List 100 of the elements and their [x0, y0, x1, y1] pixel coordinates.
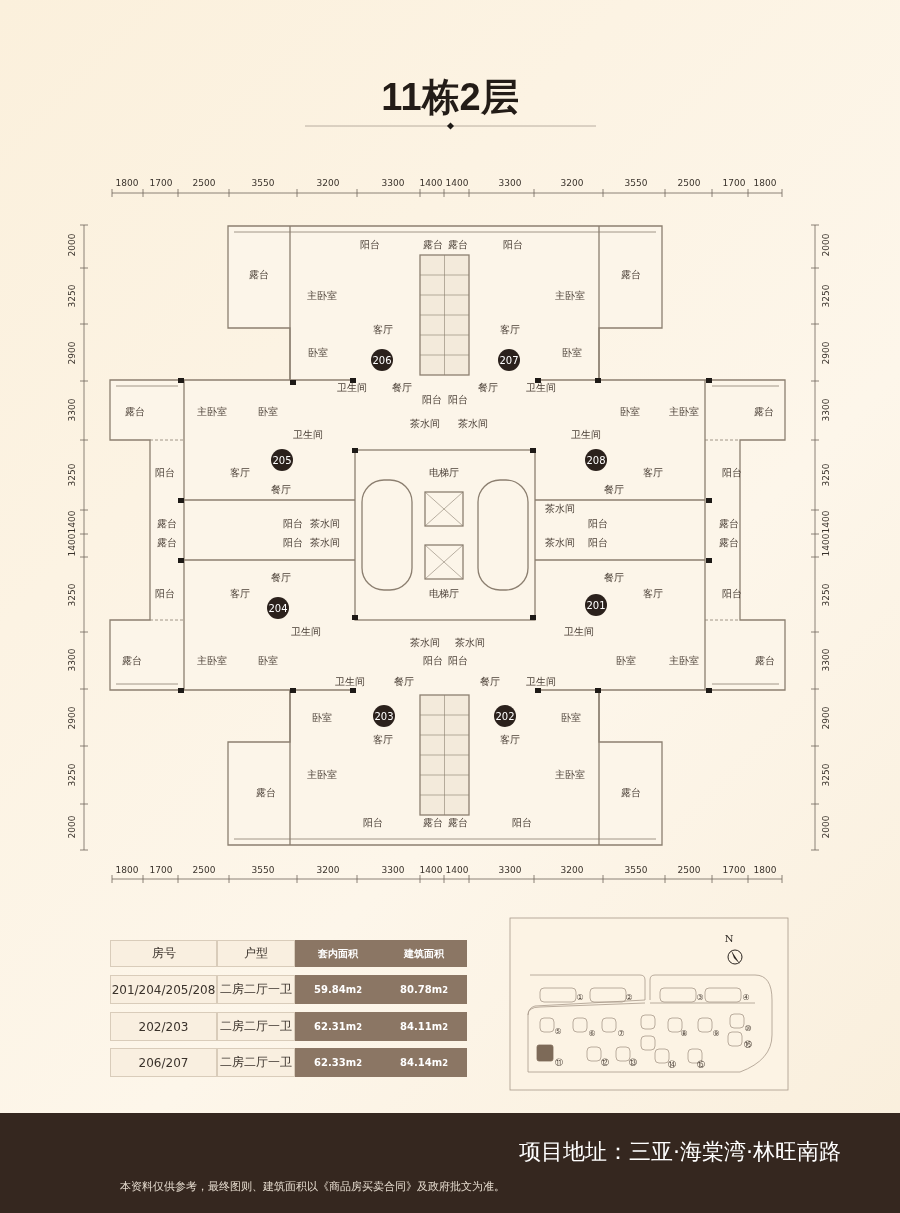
room-label: 阳台 — [155, 589, 175, 599]
room-label: 客厅 — [373, 325, 393, 335]
room-label: 阳台 — [503, 240, 523, 250]
building-number: ⑦ — [617, 1030, 625, 1038]
dimension-label: 3250 — [67, 763, 77, 787]
room-label: 卫生间 — [564, 627, 594, 637]
room-label: 阳台 — [722, 468, 742, 478]
room-label: 露台 — [621, 788, 641, 798]
room-label: 餐厅 — [480, 677, 500, 687]
dimension-label: 3250 — [821, 583, 831, 607]
room-label: 露台 — [249, 270, 269, 280]
room-label: 主卧室 — [669, 656, 699, 666]
dimension-label: 2900 — [821, 706, 831, 730]
dimension-label: 1400 — [445, 178, 469, 188]
room-label: 客厅 — [500, 735, 520, 745]
room-label: 露台 — [125, 407, 145, 417]
dimension-label: 3300 — [67, 648, 77, 672]
north-label: N — [724, 934, 734, 944]
room-label: 主卧室 — [307, 291, 337, 301]
dimension-label: 3250 — [67, 463, 77, 487]
room-label: 露台 — [621, 270, 641, 280]
room-label: 露台 — [256, 788, 276, 798]
room-label: 露台 — [755, 656, 775, 666]
dimension-label: 3550 — [624, 178, 648, 188]
address-text: 项目地址：三亚·海棠湾·林旺南路 — [519, 1141, 841, 1163]
room-label: 卧室 — [258, 407, 278, 417]
room-label: 卧室 — [616, 656, 636, 666]
room-label: 客厅 — [643, 589, 663, 599]
room-label: 电梯厅 — [429, 589, 459, 599]
dimension-label: 3250 — [67, 284, 77, 308]
dimension-label: 3300 — [821, 648, 831, 672]
building-number: ⑧ — [680, 1030, 688, 1038]
room-label: 露台 — [423, 818, 443, 828]
dimension-label: 2500 — [192, 178, 216, 188]
building-number: ③ — [696, 994, 704, 1002]
room-label: 餐厅 — [604, 485, 624, 495]
building-number: ⑭ — [668, 1061, 676, 1069]
dimension-label: 2500 — [677, 865, 701, 875]
dimension-label: 3300 — [67, 398, 77, 422]
building-number: ⑤ — [554, 1028, 562, 1036]
dimension-label: 1400 — [419, 178, 443, 188]
dimension-label: 3200 — [560, 178, 584, 188]
building-number: ⑪ — [555, 1059, 563, 1067]
room-label: 主卧室 — [555, 770, 585, 780]
disclaimer-text: 本资料仅供参考，最终图则、建筑面积以《商品房买卖合同》及政府批文为准。 — [120, 1180, 505, 1192]
room-label: 卫生间 — [335, 677, 365, 687]
dimension-label: 3550 — [251, 865, 275, 875]
dimension-label: 2000 — [67, 815, 77, 839]
dimension-label: 3300 — [821, 398, 831, 422]
building-number: ② — [625, 994, 633, 1002]
dimension-label: 3200 — [316, 865, 340, 875]
room-label: 卫生间 — [526, 677, 556, 687]
building-number: ⑥ — [588, 1030, 596, 1038]
room-label: 阳台 — [512, 818, 532, 828]
table-cell: 201/204/205/208 — [110, 975, 217, 1004]
room-label: 阳台 — [588, 538, 608, 548]
building-number: ⑩ — [744, 1025, 752, 1033]
room-label: 茶水间 — [455, 638, 485, 648]
dimension-label: 2900 — [821, 341, 831, 365]
dimension-label: 1700 — [149, 865, 173, 875]
room-label: 茶水间 — [410, 419, 440, 429]
dimension-label: 2000 — [821, 815, 831, 839]
room-label: 卫生间 — [291, 627, 321, 637]
dimension-label: 2500 — [677, 178, 701, 188]
room-label: 阳台 — [155, 468, 175, 478]
room-label: 露台 — [423, 240, 443, 250]
dimension-label: 3200 — [560, 865, 584, 875]
room-label: 露台 — [719, 519, 739, 529]
dimension-label: 3300 — [381, 178, 405, 188]
dimension-label: 1800 — [115, 865, 139, 875]
table-cell: 二房二厅一卫 — [217, 975, 295, 1004]
dimension-label: 3200 — [316, 178, 340, 188]
dimension-label: 2000 — [821, 233, 831, 257]
dimension-label: 3300 — [498, 865, 522, 875]
dimension-label: 1700 — [722, 178, 746, 188]
room-label: 主卧室 — [197, 656, 227, 666]
table-cell: 206/207 — [110, 1048, 217, 1077]
table-cell: 二房二厅一卫 — [217, 1012, 295, 1041]
room-label: 餐厅 — [271, 485, 291, 495]
building-number: ⑨ — [712, 1030, 720, 1038]
room-label: 主卧室 — [197, 407, 227, 417]
room-label: 露台 — [157, 538, 177, 548]
room-label: 露台 — [448, 818, 468, 828]
dimension-label: 1800 — [753, 865, 777, 875]
building-number: ④ — [742, 994, 750, 1002]
table-header-cell: 房号 — [110, 940, 217, 967]
room-label: 露台 — [448, 240, 468, 250]
building-number: ⑬ — [629, 1059, 637, 1067]
room-label: 餐厅 — [394, 677, 414, 687]
table-header-cell: 建筑面积 — [381, 940, 467, 967]
room-label: 卫生间 — [526, 383, 556, 393]
room-label: 客厅 — [500, 325, 520, 335]
building-number: ⑮ — [697, 1061, 705, 1069]
dimension-label: 1400 — [445, 865, 469, 875]
room-label: 卧室 — [620, 407, 640, 417]
room-label: 阳台 — [722, 589, 742, 599]
dimension-label: 2000 — [67, 233, 77, 257]
room-label: 茶水间 — [410, 638, 440, 648]
room-label: 餐厅 — [604, 573, 624, 583]
room-label: 阳台 — [363, 818, 383, 828]
